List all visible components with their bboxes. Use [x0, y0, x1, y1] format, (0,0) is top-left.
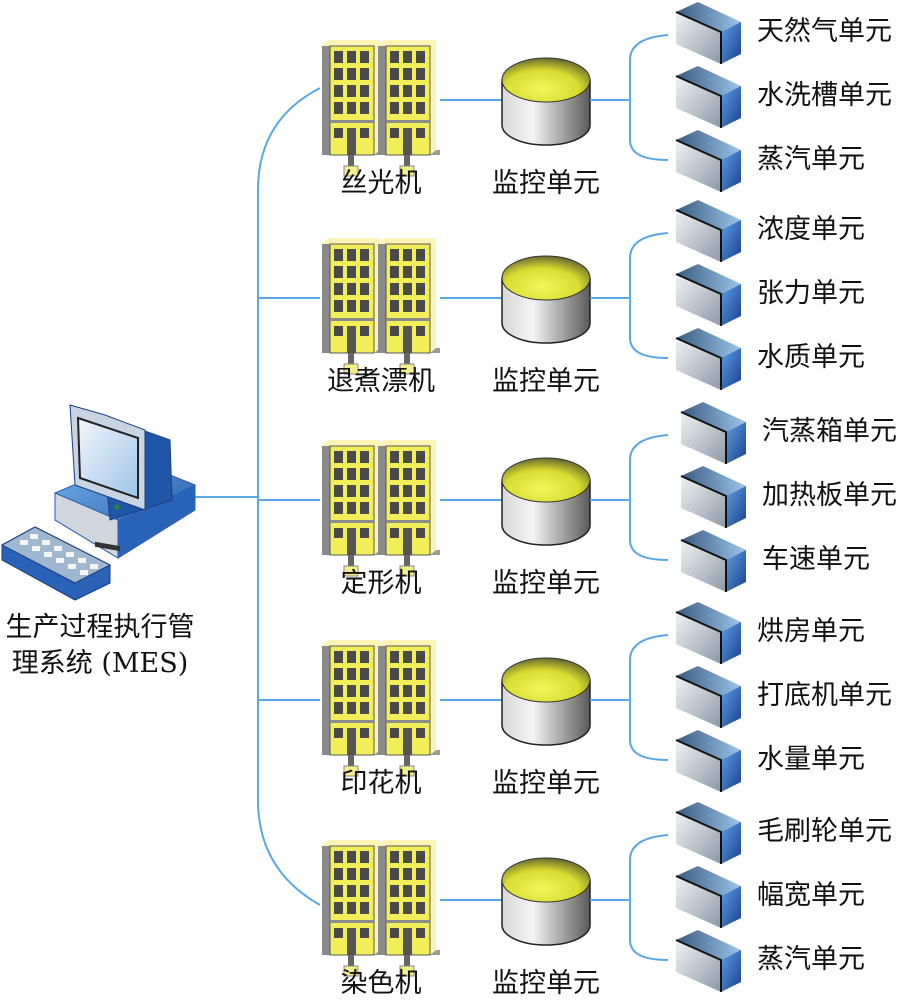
- monitor-cylinder-icon: [501, 457, 591, 546]
- machine-building-icon: [322, 640, 440, 777]
- unit-box-icon: [675, 802, 741, 864]
- monitor-cylinder-icon: [501, 657, 591, 746]
- unit-bracket: [590, 34, 669, 161]
- unit-box-icon: [675, 66, 741, 128]
- unit-box-icon: [675, 130, 741, 192]
- unit-label: 汽蒸箱单元: [762, 416, 897, 447]
- unit-label: 水质单元: [757, 342, 865, 373]
- unit-bracket: [590, 834, 669, 961]
- machine-building-icon: [322, 440, 440, 577]
- unit-label: 水洗槽单元: [757, 80, 892, 111]
- unit-bracket: [590, 232, 669, 359]
- machine-building-icon: [322, 840, 440, 977]
- unit-bracket: [590, 434, 669, 561]
- machine-label: 印花机: [340, 768, 422, 799]
- monitor-cylinder-icon: [501, 857, 591, 946]
- unit-box-icon: [675, 602, 741, 664]
- machine-building-icon: [322, 238, 440, 375]
- unit-label: 烘房单元: [757, 616, 865, 647]
- unit-box-icon: [675, 328, 741, 390]
- monitor-label: 监控单元: [492, 366, 600, 397]
- unit-label: 毛刷轮单元: [757, 816, 892, 847]
- machine-label: 退煮漂机: [327, 366, 435, 397]
- unit-bracket: [590, 634, 669, 761]
- machine-label: 染色机: [340, 968, 422, 999]
- unit-box-icon: [675, 930, 741, 992]
- monitor-label: 监控单元: [492, 568, 600, 599]
- monitor-cylinder-icon: [501, 255, 591, 344]
- unit-label: 浓度单元: [757, 214, 865, 245]
- unit-box-icon: [680, 402, 746, 464]
- unit-label: 加热板单元: [762, 480, 897, 511]
- mes-label-line2: 理系统 (MES): [11, 648, 189, 679]
- unit-label: 张力单元: [757, 278, 865, 309]
- unit-box-icon: [675, 866, 741, 928]
- unit-box-icon: [675, 200, 741, 262]
- monitor-label: 监控单元: [492, 968, 600, 999]
- unit-label: 蒸汽单元: [757, 144, 865, 175]
- machine-label: 丝光机: [340, 168, 422, 199]
- machine-label: 定形机: [340, 568, 422, 599]
- unit-label: 天然气单元: [757, 16, 892, 47]
- unit-label: 蒸汽单元: [757, 944, 865, 975]
- unit-box-icon: [675, 264, 741, 326]
- unit-label: 打底机单元: [757, 680, 892, 711]
- unit-box-icon: [680, 466, 746, 528]
- unit-box-icon: [680, 530, 746, 592]
- monitor-cylinder-icon: [501, 57, 591, 146]
- machine-building-icon: [322, 40, 440, 177]
- row-1: [322, 200, 741, 390]
- row-4: [322, 802, 741, 992]
- unit-label: 水量单元: [757, 744, 865, 775]
- mes-computer-icon: [0, 404, 196, 601]
- unit-box-icon: [675, 2, 741, 64]
- monitor-label: 监控单元: [492, 168, 600, 199]
- unit-box-icon: [675, 730, 741, 792]
- unit-box-icon: [675, 666, 741, 728]
- mes-label-line1: 生产过程执行管: [5, 612, 195, 643]
- unit-label: 幅宽单元: [757, 880, 865, 911]
- row-2: [322, 402, 746, 592]
- row-0: [322, 2, 741, 192]
- row-3: [322, 602, 741, 792]
- connector-lines: [195, 87, 321, 906]
- monitor-label: 监控单元: [492, 768, 600, 799]
- unit-label: 车速单元: [762, 544, 870, 575]
